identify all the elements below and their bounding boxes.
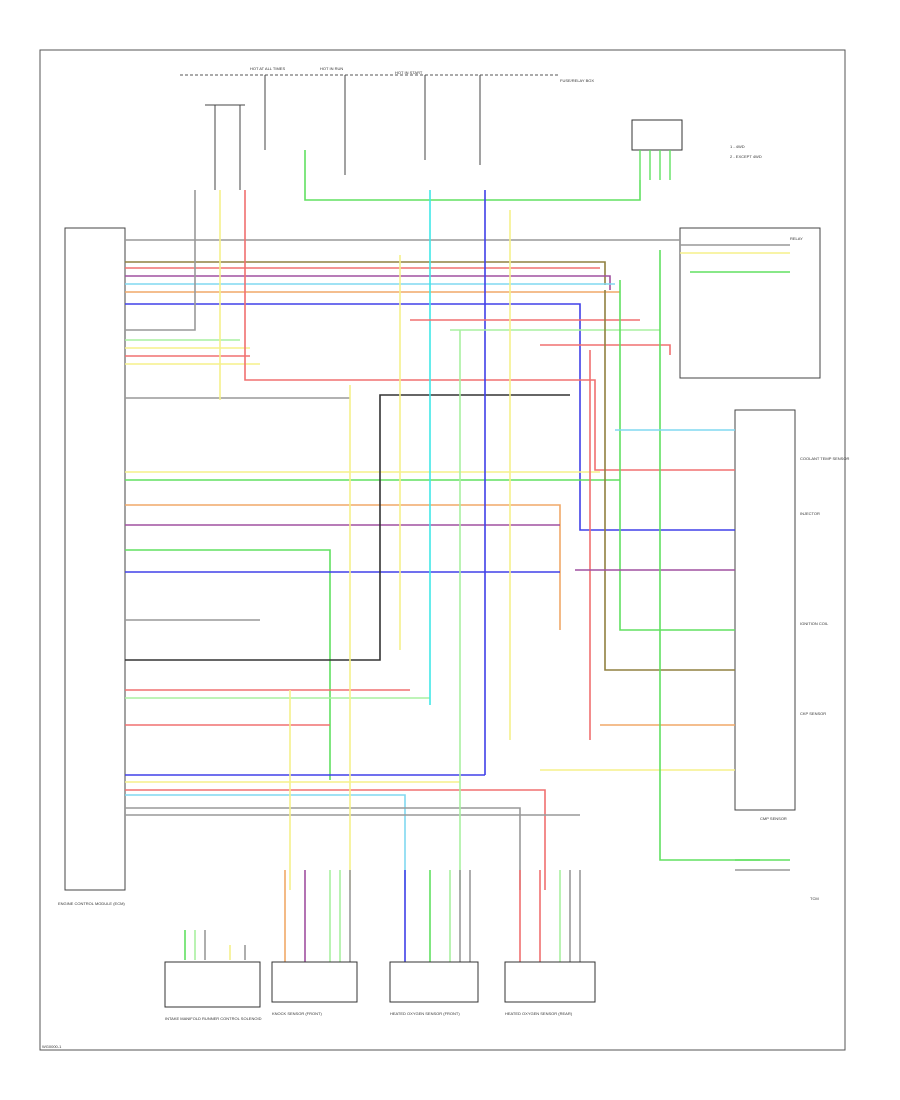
page-code: WG0000-1 <box>42 1044 62 1049</box>
lower-label-3: HEATED OXYGEN SENSOR (FRONT) <box>390 1011 460 1016</box>
oxygen-sensor-front <box>389 961 479 1003</box>
diagram-frame <box>39 49 846 1051</box>
right-label-ignition: IGNITION COIL <box>800 621 829 626</box>
oxygen-sensor-rear <box>504 961 596 1003</box>
lower-label-1: INTAKE MANIFOLD RUNNER CONTROL SOLENOID <box>165 1016 262 1021</box>
legend-item-1: 1 - 4WD <box>730 144 745 149</box>
right-label-ckp: CKP SENSOR <box>800 711 826 716</box>
lower-label-4: HEATED OXYGEN SENSOR (REAR) <box>505 1011 573 1016</box>
intake-runner-solenoid <box>164 961 261 1008</box>
right-label-cmp: CMP SENSOR <box>760 816 787 821</box>
ecm-horizontal-wires <box>125 190 735 890</box>
fuse-box-note: FUSE/RELAY BOX <box>560 78 594 83</box>
ecm-block <box>64 227 126 891</box>
fuse-drops <box>205 75 481 190</box>
lower-label-2: KNOCK SENSOR (FRONT) <box>272 1011 322 1016</box>
right-sensor-column <box>734 409 796 811</box>
right-label-relay: RELAY <box>790 236 803 241</box>
legend-item-2: 2 - EXCEPT 4WD <box>730 154 762 159</box>
right-connector-top <box>679 227 821 379</box>
right-label-tcm: TCM <box>810 896 819 901</box>
vertical-wires <box>219 150 790 890</box>
knock-sensor-front <box>271 961 358 1003</box>
lower-connector-leads <box>184 870 581 965</box>
relay-leads <box>639 150 671 180</box>
top-label-3: HOT IN START <box>395 70 423 75</box>
right-label-coolant: COOLANT TEMP SENSOR <box>800 456 849 461</box>
relay-block <box>631 119 683 151</box>
right-label-injector: INJECTOR <box>800 511 820 516</box>
ecm-title: ENGINE CONTROL MODULE (ECM) <box>58 901 125 906</box>
top-label-2: HOT IN RUN <box>320 66 343 71</box>
tcm-wires <box>735 859 790 871</box>
top-label-1: HOT AT ALL TIMES <box>250 66 285 71</box>
